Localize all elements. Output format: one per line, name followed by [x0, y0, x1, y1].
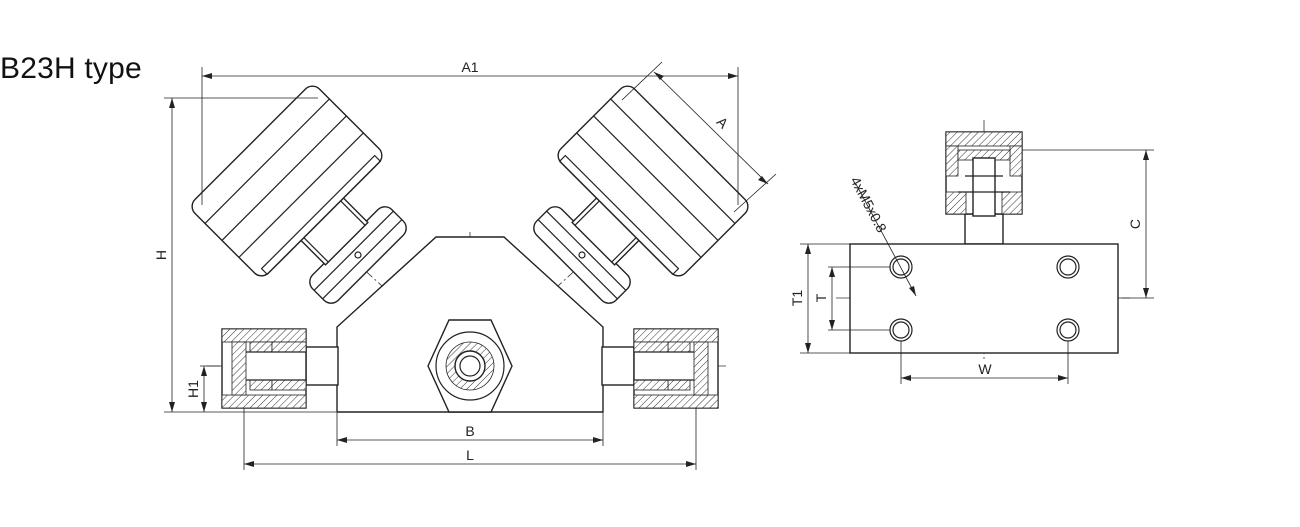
- side-top-fitting: [945, 131, 1023, 245]
- dimension-b-label: B: [465, 423, 474, 439]
- dimension-h1: H1: [185, 365, 222, 412]
- dimension-h1-label: H1: [185, 380, 201, 398]
- dimension-w: W: [900, 341, 1069, 384]
- front-view: A1 A H H1: [153, 59, 777, 470]
- dimension-c: C: [1022, 149, 1154, 299]
- left-port-pipe: [305, 346, 339, 386]
- page-title: B23H type: [0, 52, 142, 85]
- right-port-pipe: [601, 346, 635, 386]
- dimension-a-label: A: [714, 114, 732, 132]
- side-view: 4xM5x0.8 C T1 T: [789, 120, 1154, 384]
- dimension-t: T: [813, 266, 890, 331]
- dimension-t-label: T: [813, 293, 829, 302]
- hole-callout-label: 4xM5x0.8: [847, 174, 890, 235]
- right-valve-stem: [533, 188, 649, 304]
- dimension-t1-label: T1: [789, 290, 805, 307]
- center-outlet-fitting: [427, 319, 513, 413]
- dimension-l-label: L: [466, 447, 474, 463]
- dimension-t1: T1: [789, 243, 850, 354]
- mounting-holes: [889, 255, 1080, 342]
- right-handle: [557, 85, 749, 277]
- dimension-b: B: [336, 412, 604, 446]
- left-handle: [191, 85, 383, 277]
- dimension-c-label: C: [1127, 219, 1143, 229]
- dimension-l: L: [243, 408, 697, 470]
- dimension-h: H: [153, 97, 336, 413]
- dimension-w-label: W: [978, 361, 992, 377]
- left-valve-stem: [291, 188, 407, 304]
- left-port-fitting: [221, 328, 307, 409]
- dimension-a1-label: A1: [461, 59, 478, 75]
- right-port-fitting: [633, 328, 719, 409]
- dimension-h-label: H: [153, 250, 169, 260]
- dimension-a1: A1: [201, 59, 739, 205]
- side-base-block: [849, 243, 1119, 354]
